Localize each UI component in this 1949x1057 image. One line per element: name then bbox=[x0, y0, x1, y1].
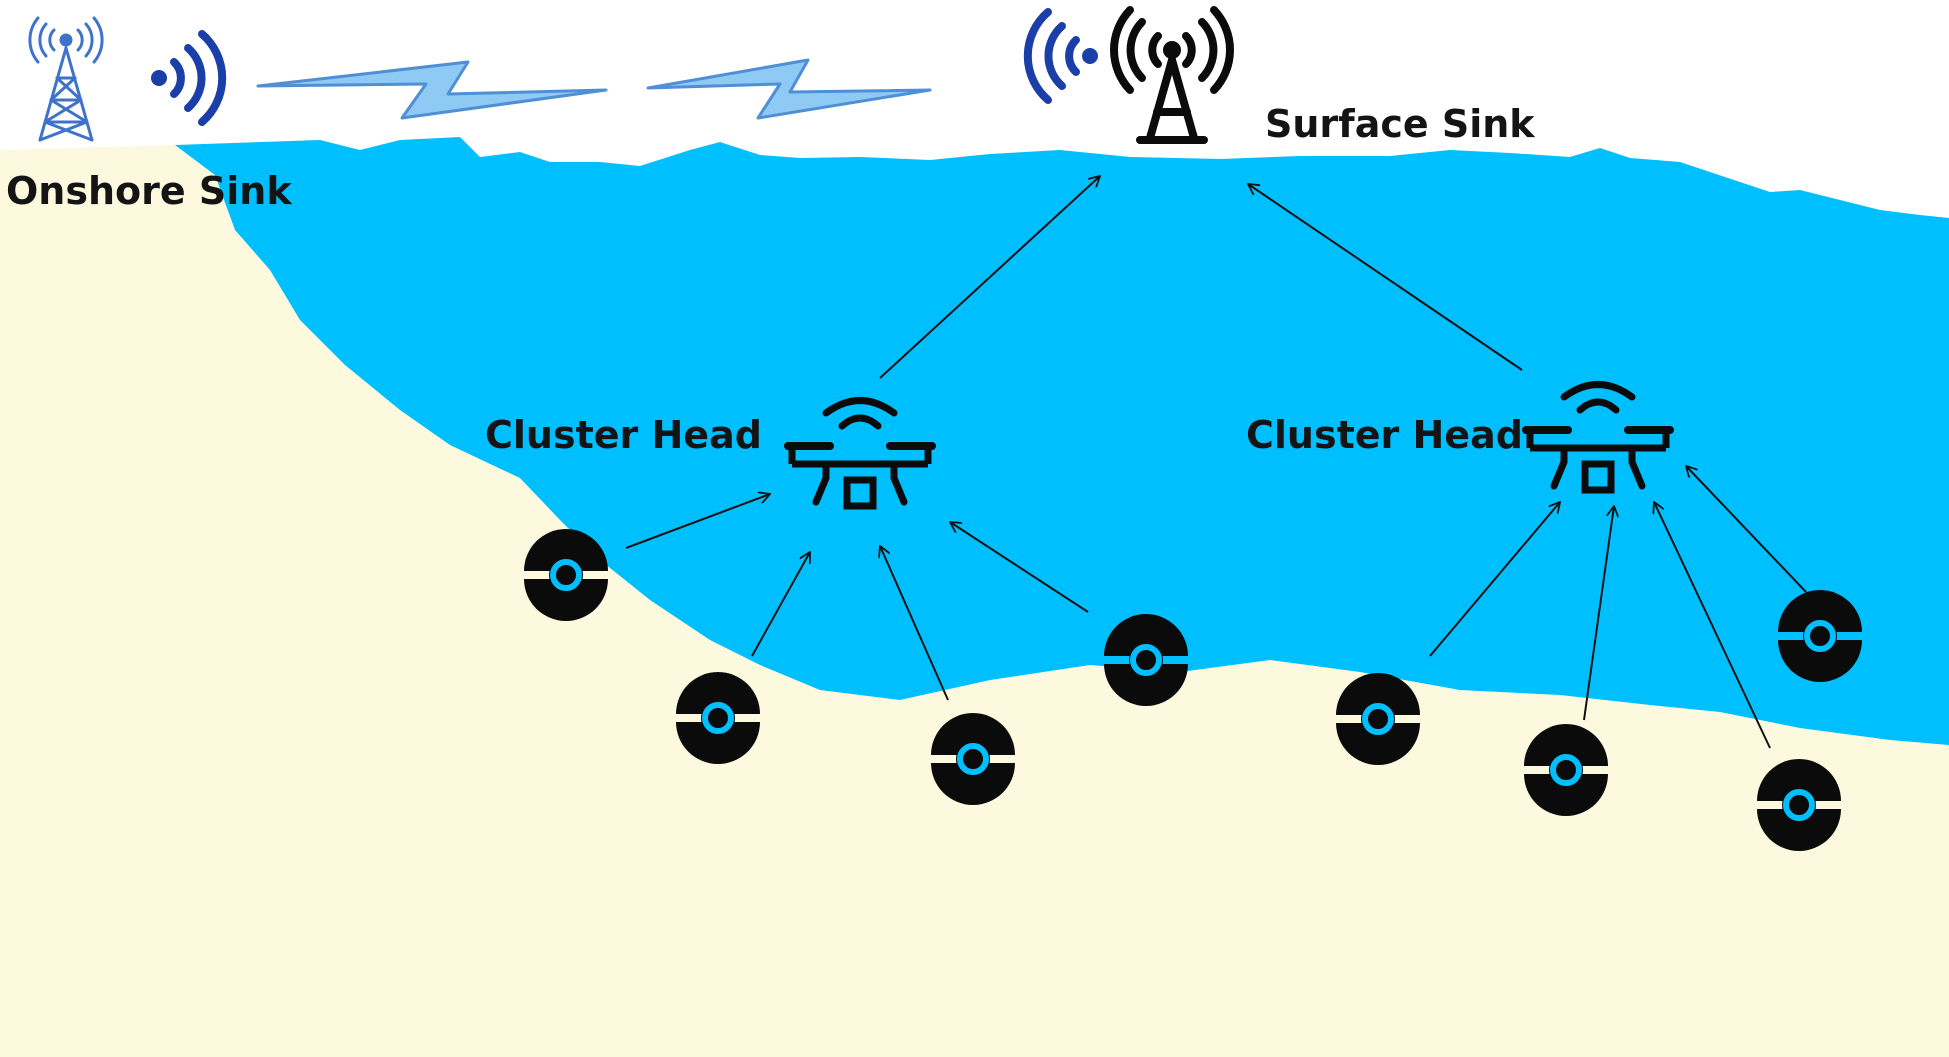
arrow-sensor-8 bbox=[1686, 466, 1807, 593]
arrow-sensor-3 bbox=[880, 546, 949, 701]
uplink-arrows bbox=[879, 176, 1523, 379]
arrow-ch-right-to-surface bbox=[1248, 184, 1523, 371]
surface-signal-icon bbox=[1023, 8, 1098, 104]
arrow-sensor-5 bbox=[1429, 502, 1560, 657]
right-cluster-arrows bbox=[1429, 466, 1807, 749]
arrow-sensor-7 bbox=[1654, 502, 1771, 749]
broadcast-antenna-icon bbox=[1110, 6, 1234, 144]
arrow-sensor-2 bbox=[751, 552, 810, 657]
arrow-sensor-1 bbox=[625, 494, 770, 549]
seabed bbox=[0, 145, 1949, 1057]
cluster-head-left-label: Cluster Head bbox=[485, 413, 762, 457]
onshore-sink-label: Onshore Sink bbox=[6, 169, 292, 213]
arrow-sensor-4 bbox=[950, 522, 1089, 613]
arrow-ch-left-to-surface bbox=[879, 176, 1100, 379]
arrow-sensor-6 bbox=[1583, 506, 1614, 721]
cluster-head-right-label: Cluster Head bbox=[1246, 413, 1523, 457]
transmission-tower-icon bbox=[28, 16, 104, 142]
lightning-bolt-icon bbox=[256, 60, 608, 120]
water-body bbox=[175, 137, 1949, 745]
onshore-signal-icon bbox=[151, 30, 227, 126]
lightning-bolt-icon bbox=[646, 58, 932, 120]
surface-sink-label: Surface Sink bbox=[1265, 102, 1535, 146]
left-cluster-arrows bbox=[625, 494, 1089, 701]
